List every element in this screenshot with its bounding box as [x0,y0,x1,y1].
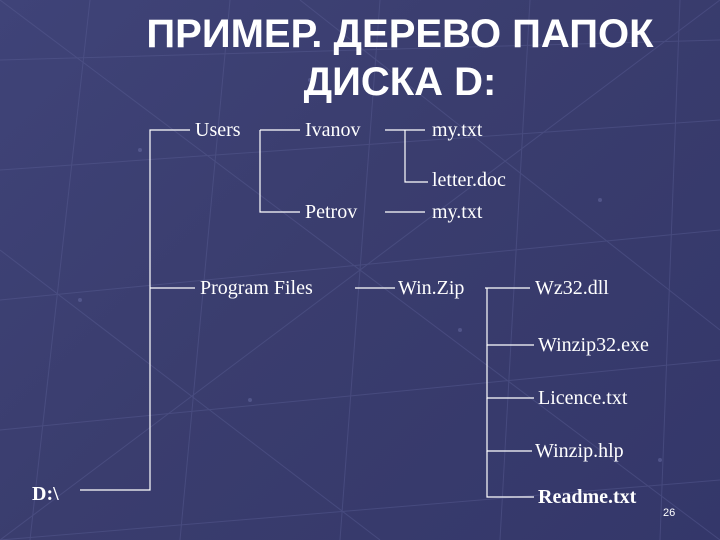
tree-node-petrov: Petrov [305,201,358,223]
root-to-users-line [80,129,190,491]
tree-node-winzip-hlp: Winzip.hlp [535,440,624,462]
tree-node-winzip32-exe: Winzip32.exe [538,334,649,356]
tree-node-ivanov: Ivanov [305,119,361,141]
page-title: ПРИМЕР. ДЕРЕВО ПАПОК ДИСКА D: [40,10,720,106]
winzip-to-licence-line [486,345,534,399]
winzip-to-exe-line [486,288,534,346]
winzip-to-hlp-line [486,398,532,452]
tree-node-ivanov-my-txt: my.txt [432,119,483,141]
tree-node-root: D:\ [32,483,59,505]
ivanov-to-letter-line [404,130,428,183]
tree-node-winzip: Win.Zip [398,277,465,299]
tree-node-letter-doc: letter.doc [432,169,506,191]
users-to-petrov-line [259,130,300,213]
tree-node-petrov-my-txt: my.txt [432,201,483,223]
tree-node-readme-txt: Readme.txt [538,486,637,508]
winzip-to-readme-line [486,451,534,498]
page-number: 26 [663,507,676,519]
title-line-1: ПРИМЕР. ДЕРЕВО ПАПОК [146,12,654,56]
title-line-2: ДИСКА D: [303,60,497,104]
tree-node-wz32-dll: Wz32.dll [535,277,609,299]
tree-node-users: Users [195,119,241,141]
tree-node-program-files: Program Files [200,277,313,299]
connector-lines [80,129,534,498]
tree-node-licence-txt: Licence.txt [538,387,628,409]
